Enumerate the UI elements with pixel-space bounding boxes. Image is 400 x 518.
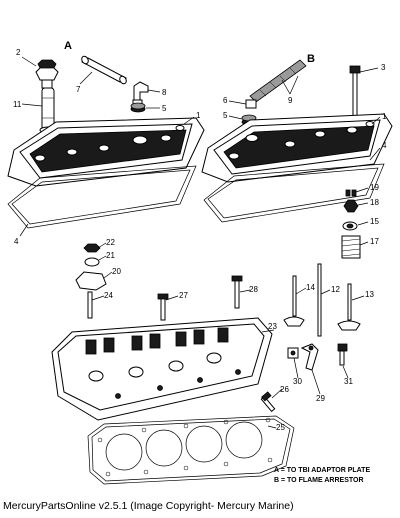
callout-14: 14: [306, 283, 315, 292]
cylinder-head: [51, 317, 273, 421]
callout-30: 30: [293, 377, 302, 386]
callout-25: 25: [276, 423, 285, 432]
callout-11: 11: [13, 100, 22, 109]
leader-lines: [19, 56, 381, 429]
bolt-26: [260, 391, 276, 413]
callout-numbers: 2 11 7 8 5 1 4 6 5 9 3 1 4 19 18 15 17 2…: [13, 48, 387, 432]
head-gasket-bolt-holes: [97, 417, 273, 477]
callout-27: 27: [179, 291, 188, 300]
valve-cover-right-bosses: [228, 121, 375, 160]
cover-bolt-3: [349, 65, 361, 117]
callout-5-right: 5: [223, 111, 228, 120]
callout-6: 6: [223, 96, 228, 105]
head-gasket: [87, 415, 295, 485]
legend-line-b: B = TO FLAME ARRESTOR: [274, 477, 364, 484]
valve-spring-cap: [343, 199, 359, 213]
callout-19: 19: [370, 183, 379, 192]
bolt-31: [337, 343, 348, 366]
oil-filler-cap: [35, 59, 59, 89]
valve-keepers: [345, 189, 357, 197]
valve-spring: [341, 235, 361, 259]
rocker-nut: [83, 243, 101, 253]
callout-12: 12: [331, 285, 340, 294]
grommet-left: [130, 102, 146, 113]
head-valve-springs: [85, 327, 229, 355]
callout-4-left: 4: [14, 237, 19, 246]
rocker-arm: [75, 271, 107, 291]
fitting-30: [287, 347, 299, 359]
callout-7: 7: [76, 85, 81, 94]
valve-cover-left-bosses: [34, 125, 185, 162]
callout-22: 22: [106, 238, 115, 247]
valve-cover-gasket-left: [7, 165, 197, 229]
callout-1-left: 1: [196, 111, 201, 120]
callout-13: 13: [365, 290, 374, 299]
group-label-a: A: [64, 40, 72, 52]
head-bolt-27: [157, 293, 169, 321]
callout-21: 21: [106, 251, 115, 260]
hose-fitting-right: [245, 99, 257, 109]
callout-18: 18: [370, 198, 379, 207]
legend: A = TO TBI ADAPTOR PLATE B = TO FLAME AR…: [274, 467, 370, 484]
callout-9: 9: [288, 96, 293, 105]
valve-cover-gasket-right: [203, 163, 385, 223]
clamp-29: [300, 343, 319, 371]
copyright-caption: MercuryPartsOnline v2.5.1 (Image Copyrig…: [3, 500, 294, 512]
callout-15: 15: [370, 217, 379, 226]
callout-26: 26: [280, 385, 289, 394]
callout-20: 20: [112, 267, 121, 276]
callout-3: 3: [381, 63, 386, 72]
callout-1-right: 1: [382, 112, 387, 121]
head-bolt-28: [231, 275, 243, 309]
elbow-fitting: [132, 81, 149, 105]
pcv-hose: [81, 55, 127, 85]
rocker-stud: [87, 291, 93, 319]
legend-line-a: A = TO TBI ADAPTOR PLATE: [274, 467, 370, 474]
valve-cover-right: [201, 113, 393, 183]
callout-31: 31: [344, 377, 353, 386]
group-label-b: B: [307, 53, 315, 65]
callout-5-left: 5: [162, 104, 167, 113]
valve-cover-left: [7, 117, 205, 187]
callout-4-right: 4: [382, 141, 387, 150]
callout-24: 24: [104, 291, 113, 300]
callout-29: 29: [316, 394, 325, 403]
callout-28: 28: [249, 285, 258, 294]
callout-17: 17: [370, 237, 379, 246]
callout-8: 8: [162, 88, 167, 97]
head-ports: [88, 352, 241, 399]
callout-23: 23: [268, 322, 277, 331]
exploded-parts-diagram: A B: [7, 40, 393, 485]
valve-intake: [283, 275, 305, 327]
rocker-ball: [84, 257, 100, 267]
hose-right: [249, 59, 307, 103]
valve-exhaust: [337, 283, 361, 331]
callout-2: 2: [16, 48, 21, 57]
valve-seal: [342, 221, 358, 231]
pushrod: [317, 263, 322, 337]
